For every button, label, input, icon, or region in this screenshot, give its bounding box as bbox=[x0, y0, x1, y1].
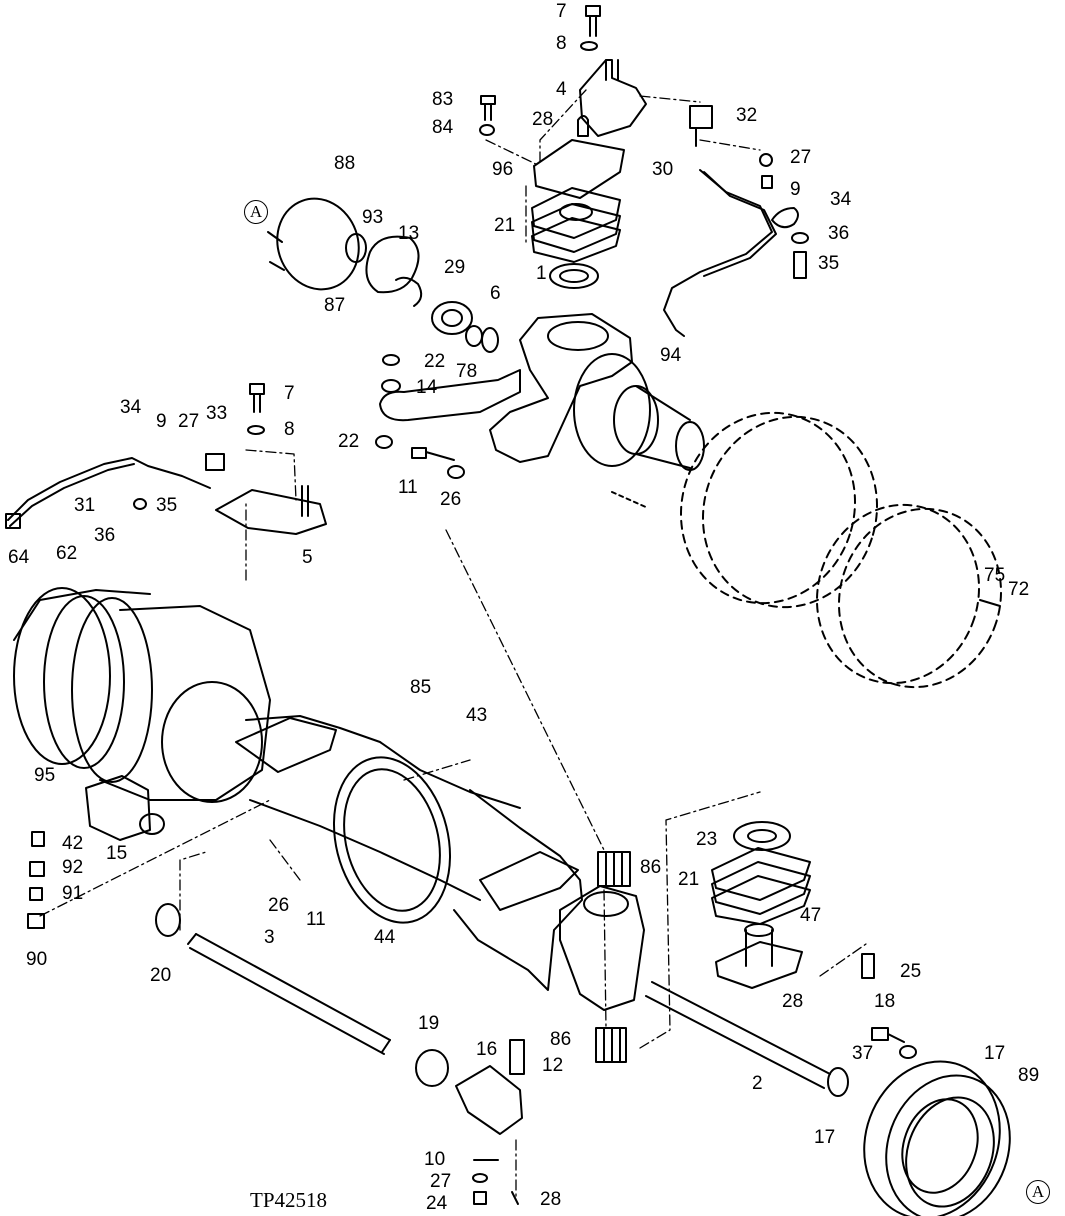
callout-26-upper: 26 bbox=[440, 489, 462, 510]
callout-34-left: 34 bbox=[120, 397, 142, 418]
callout-16: 16 bbox=[476, 1039, 498, 1060]
callout-92: 92 bbox=[62, 857, 84, 878]
callout-28-mid: 28 bbox=[782, 991, 804, 1012]
grease-fittings bbox=[27, 831, 45, 929]
callout-4: 4 bbox=[556, 79, 567, 100]
callout-33: 33 bbox=[206, 403, 228, 424]
callout-1: 1 bbox=[536, 263, 547, 284]
callout-43: 43 bbox=[466, 705, 488, 726]
callout-86-upper: 86 bbox=[640, 857, 662, 878]
callout-31: 31 bbox=[74, 495, 96, 516]
callout-27-lower: 27 bbox=[430, 1171, 452, 1192]
callout-64: 64 bbox=[8, 547, 30, 568]
callout-26-lower: 26 bbox=[268, 895, 290, 916]
callout-7-left: 7 bbox=[284, 383, 295, 404]
callout-86-lower: 86 bbox=[550, 1029, 572, 1050]
callout-27-left: 27 bbox=[178, 411, 200, 432]
left-sensor-group bbox=[5, 383, 327, 535]
callout-3: 3 bbox=[264, 927, 275, 948]
callout-87: 87 bbox=[324, 295, 346, 316]
callout-44: 44 bbox=[374, 927, 396, 948]
callout-72: 72 bbox=[1008, 579, 1030, 600]
tie-rod bbox=[155, 903, 525, 1205]
figure-code: TP42518 bbox=[250, 1188, 328, 1212]
callout-6: 6 bbox=[490, 283, 501, 304]
callout-21-upper: 21 bbox=[494, 215, 516, 236]
lower-kingpin-group bbox=[595, 821, 917, 1063]
callout-78: 78 bbox=[456, 361, 478, 382]
callout-36-upper: 36 bbox=[828, 223, 850, 244]
callout-18: 18 bbox=[874, 991, 896, 1012]
callout-28-upper: 28 bbox=[532, 109, 554, 130]
callout-22-left: 22 bbox=[338, 431, 360, 452]
callout-96: 96 bbox=[492, 159, 514, 180]
callout-94: 94 bbox=[660, 345, 682, 366]
callout-62: 62 bbox=[56, 543, 78, 564]
callout-90: 90 bbox=[26, 949, 48, 970]
callout-95: 95 bbox=[34, 765, 56, 786]
callout-93: 93 bbox=[362, 207, 384, 228]
callout-42: 42 bbox=[62, 833, 84, 854]
callout-75: 75 bbox=[984, 565, 1006, 586]
callout-9-left: 9 bbox=[156, 411, 167, 432]
callout-10: 10 bbox=[424, 1149, 446, 1170]
callout-84: 84 bbox=[432, 117, 454, 138]
callout-11-upper: 11 bbox=[398, 477, 418, 498]
callout-36-left: 36 bbox=[94, 525, 116, 546]
callout-35-left: 35 bbox=[156, 495, 178, 516]
callout-15: 15 bbox=[106, 843, 128, 864]
seal-rings bbox=[863, 1060, 1011, 1216]
reference-marker-a-lower: A bbox=[1026, 1180, 1050, 1204]
callout-7-upper: 7 bbox=[556, 1, 567, 22]
callout-12: 12 bbox=[542, 1055, 564, 1076]
callout-88: 88 bbox=[334, 153, 356, 174]
tire-outline bbox=[679, 411, 1003, 689]
callout-29: 29 bbox=[444, 257, 466, 278]
callout-30: 30 bbox=[652, 159, 674, 180]
callout-24: 24 bbox=[426, 1193, 448, 1214]
axle-housing bbox=[13, 587, 645, 1011]
callout-47: 47 bbox=[800, 905, 822, 926]
axle-shaft bbox=[645, 981, 849, 1097]
callout-20: 20 bbox=[150, 965, 172, 986]
upper-knuckle-group bbox=[267, 5, 809, 479]
callout-17-lower: 17 bbox=[814, 1127, 836, 1148]
callout-19: 19 bbox=[418, 1013, 440, 1034]
callout-32: 32 bbox=[736, 105, 758, 126]
callout-11-lower: 11 bbox=[306, 909, 326, 930]
callout-22-upper: 22 bbox=[424, 351, 446, 372]
callout-91: 91 bbox=[62, 883, 84, 904]
callout-34-upper: 34 bbox=[830, 189, 852, 210]
callout-8-upper: 8 bbox=[556, 33, 567, 54]
callout-8-left: 8 bbox=[284, 419, 295, 440]
callout-28-lower: 28 bbox=[540, 1189, 562, 1210]
callout-89: 89 bbox=[1018, 1065, 1040, 1086]
callout-9-upper: 9 bbox=[790, 179, 801, 200]
callout-14: 14 bbox=[416, 377, 438, 398]
callout-85: 85 bbox=[410, 677, 432, 698]
center-lines bbox=[39, 89, 867, 1197]
callout-35-upper: 35 bbox=[818, 253, 840, 274]
callout-23: 23 bbox=[696, 829, 718, 850]
callout-27-upper: 27 bbox=[790, 147, 812, 168]
callout-13: 13 bbox=[398, 223, 420, 244]
callout-83: 83 bbox=[432, 89, 454, 110]
callout-21-lower: 21 bbox=[678, 869, 700, 890]
callout-2: 2 bbox=[752, 1073, 763, 1094]
callout-37: 37 bbox=[852, 1043, 874, 1064]
callout-25: 25 bbox=[900, 961, 922, 982]
callout-5: 5 bbox=[302, 547, 313, 568]
reference-marker-a-upper: A bbox=[244, 200, 268, 224]
callout-17-upper: 17 bbox=[984, 1043, 1006, 1064]
